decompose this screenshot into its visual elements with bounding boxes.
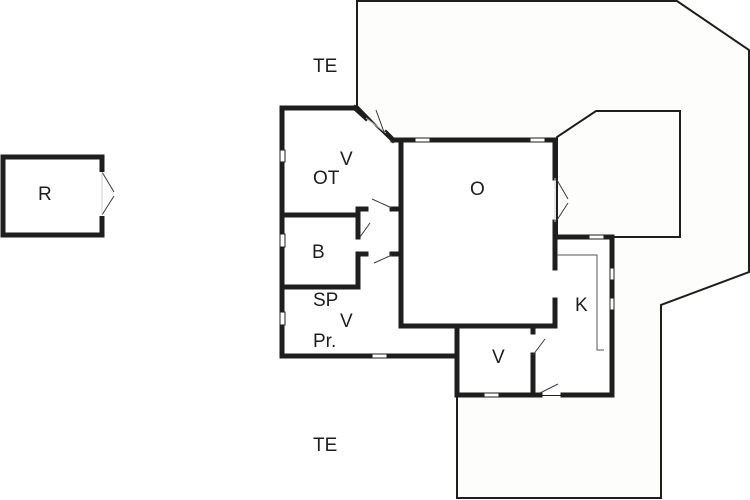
room-ot-v-label: V <box>340 149 353 170</box>
room-k-label: K <box>575 295 588 316</box>
room-pr-label: Pr. <box>313 331 337 352</box>
room-ot-label: OT <box>313 168 340 189</box>
room-o-label: O <box>470 179 485 200</box>
room-v-label: V <box>492 347 505 368</box>
room-r-label: R <box>38 184 52 205</box>
windows <box>279 137 615 398</box>
terrace-top-label: TE <box>313 56 338 77</box>
terrace-bottom-label: TE <box>313 435 338 456</box>
room-b-label: B <box>312 242 325 263</box>
shed-r <box>0 154 115 238</box>
room-sp-v-label: V <box>340 311 353 332</box>
room-sp-label: SP <box>313 290 339 311</box>
